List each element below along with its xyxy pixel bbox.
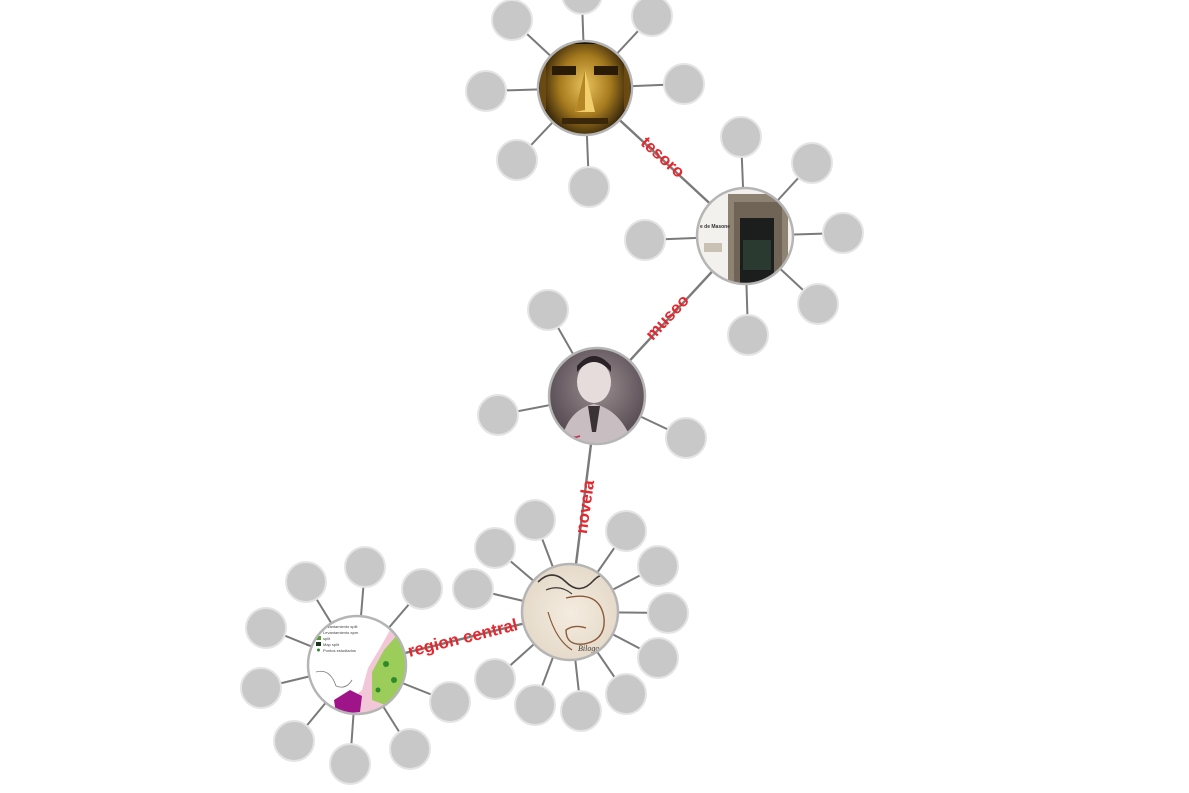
leaf-node[interactable] [797, 283, 839, 325]
leaf-node[interactable] [720, 116, 762, 158]
leaf-node[interactable] [637, 637, 679, 679]
manuscript-caption: Bilogo [578, 644, 599, 653]
leaf-nodes [240, 0, 864, 785]
hub-node-portrait[interactable] [547, 346, 648, 447]
leaf-node[interactable] [491, 0, 533, 41]
museum-doorway-image: e de Masone [697, 188, 793, 284]
hub-node-novela[interactable]: Bilogo [520, 562, 621, 663]
leaf-node[interactable] [496, 139, 538, 181]
map-legend-2: Levantamiento apm [323, 630, 359, 635]
hub-node-region-central[interactable]: Levantamiento split Levantamiento apm sp… [306, 614, 410, 716]
leaf-node[interactable] [637, 545, 679, 587]
leaf-node[interactable] [514, 684, 556, 726]
leaf-node[interactable] [624, 219, 666, 261]
leaf-node[interactable] [605, 510, 647, 552]
leaf-node[interactable] [401, 568, 443, 610]
leaf-node[interactable] [631, 0, 673, 37]
edge-label-novela: novela [572, 478, 598, 535]
map-legend-5: Puntos estudiados [323, 648, 356, 653]
leaf-node[interactable] [477, 394, 519, 436]
map-legend-1: Levantamiento split [323, 624, 358, 629]
leaf-node[interactable] [791, 142, 833, 184]
leaf-node[interactable] [273, 720, 315, 762]
hub-node-tesoro[interactable] [536, 39, 636, 139]
leaf-node[interactable] [527, 289, 569, 331]
man-portrait-image [549, 348, 645, 444]
leaf-node[interactable] [663, 63, 705, 105]
leaf-node[interactable] [822, 212, 864, 254]
leaf-node[interactable] [560, 690, 602, 732]
leaf-node[interactable] [647, 592, 689, 634]
leaf-node[interactable] [429, 681, 471, 723]
leaf-node[interactable] [452, 568, 494, 610]
leaf-node[interactable] [514, 499, 556, 541]
leaf-node[interactable] [561, 0, 603, 15]
leaf-node[interactable] [285, 561, 327, 603]
edge-label-tesoro: tesoro [637, 133, 688, 182]
leaf-node[interactable] [344, 546, 386, 588]
leaf-node[interactable] [240, 667, 282, 709]
edge-label-museo: museo [642, 291, 693, 344]
museum-sign-text: e de Masone [700, 224, 730, 230]
edge-label-region-central: region central [406, 615, 520, 661]
hub-node-museo[interactable]: e de Masone [695, 186, 796, 287]
leaf-node[interactable] [329, 743, 371, 785]
gold-mask-image [538, 41, 632, 135]
leaf-node[interactable] [568, 166, 610, 208]
leaf-node[interactable] [474, 527, 516, 569]
leaf-node[interactable] [245, 607, 287, 649]
map-legend-4: Map split [323, 642, 340, 647]
map-legend-3: split [323, 636, 331, 641]
region-map-image: Levantamiento split Levantamiento apm sp… [308, 616, 406, 714]
leaf-node[interactable] [605, 673, 647, 715]
leaf-node[interactable] [465, 70, 507, 112]
leaf-node[interactable] [389, 728, 431, 770]
leaf-node[interactable] [665, 417, 707, 459]
leaf-node[interactable] [474, 658, 516, 700]
leaf-node[interactable] [727, 314, 769, 356]
manuscript-sketch-image: Bilogo [522, 564, 618, 660]
